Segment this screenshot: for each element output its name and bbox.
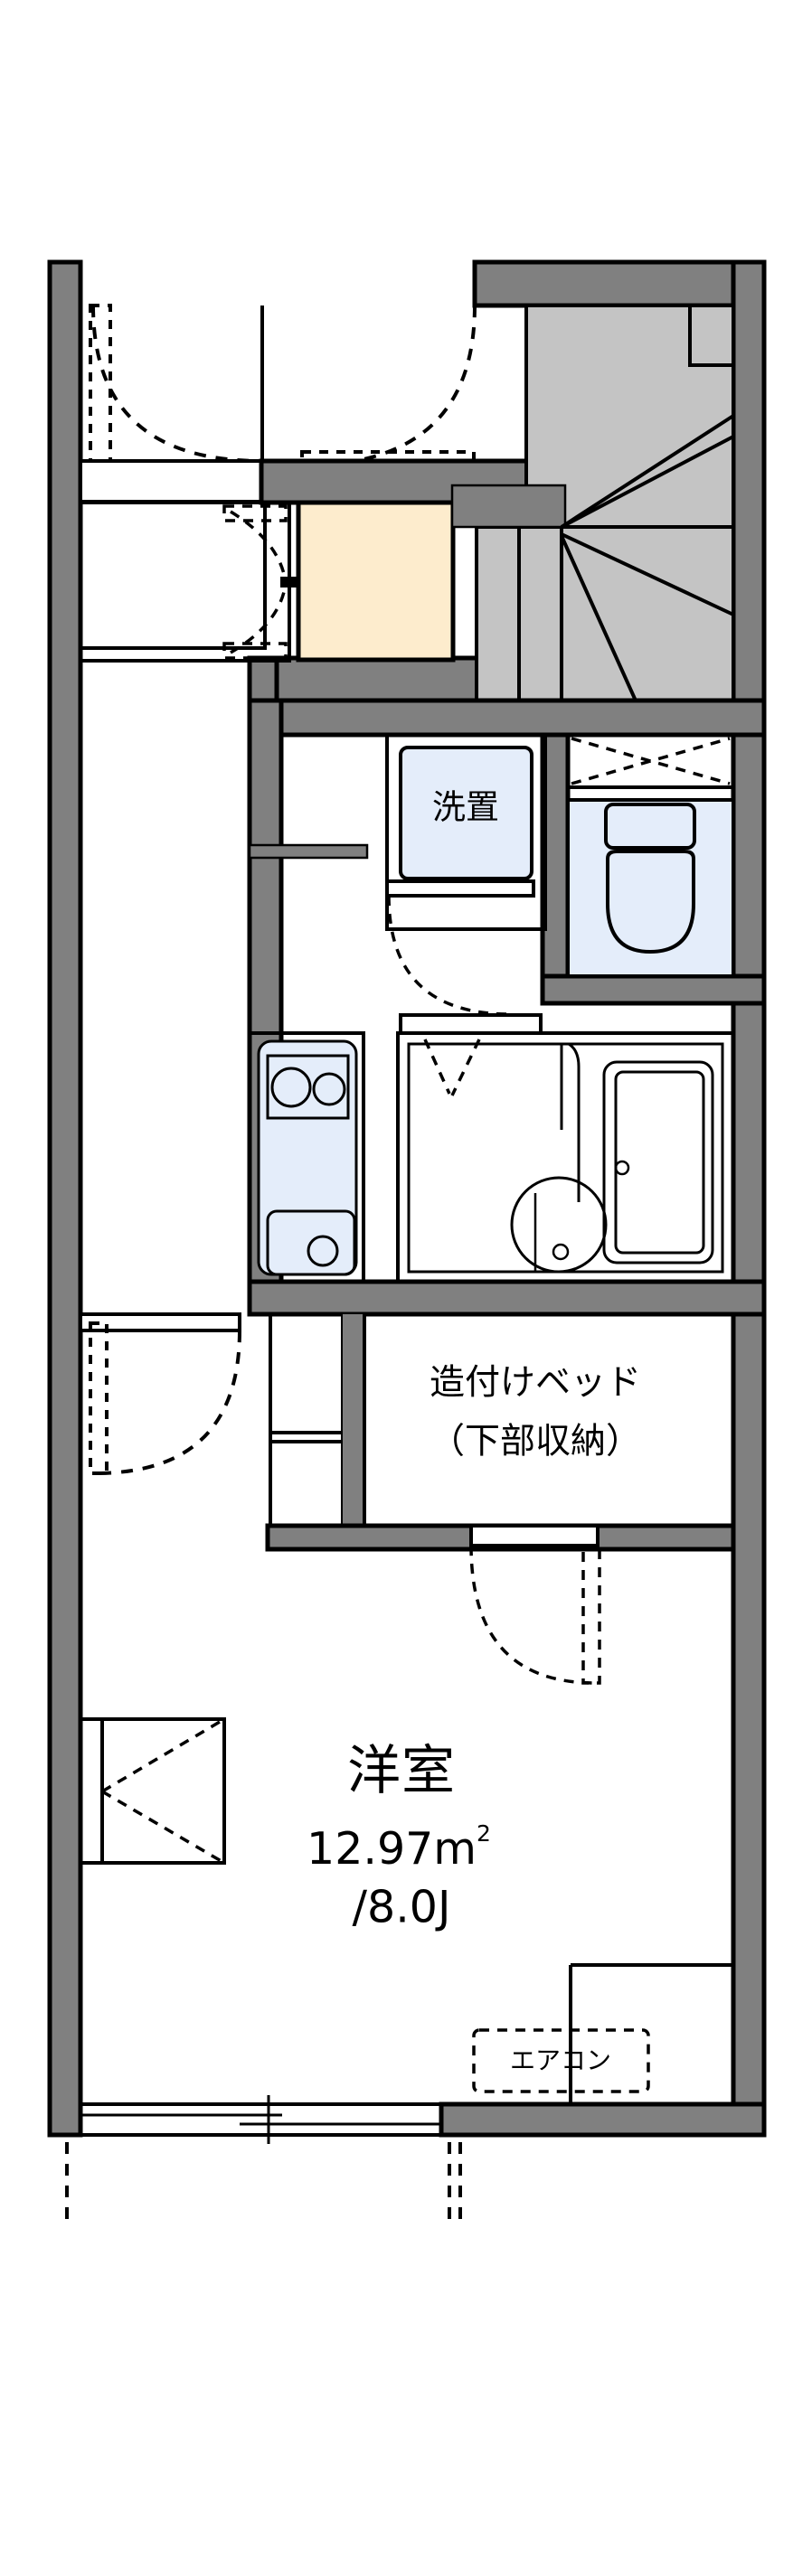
- exterior-walls: [47, 259, 767, 2138]
- entry-closet: [79, 501, 297, 663]
- main-room-area: 12.97m2: [307, 1820, 491, 1875]
- window-bottom-sliding: [79, 2095, 443, 2144]
- washer-space-label: 洗置: [432, 788, 499, 827]
- washer-space: [385, 733, 547, 1016]
- main-room-name: 洋室: [347, 1739, 456, 1801]
- toilet-room: [566, 733, 735, 978]
- built-in-bed-label-line1: 造付けベッド: [430, 1363, 641, 1404]
- built-in-bed-area: [265, 1312, 736, 1685]
- hall-wall-stub: [248, 843, 369, 860]
- main-room-area-superscript: 2: [477, 1820, 491, 1847]
- text-labels: 洗置 造付けベッド （下部収納） 洋室 12.97m2 /8.0J エアコン: [307, 788, 641, 2076]
- air-conditioner-label: エアコン: [510, 2045, 611, 2075]
- window-left: [79, 1717, 226, 1865]
- air-conditioner-niche: [472, 1963, 733, 2104]
- hall-closet-door: [79, 1312, 241, 1475]
- closet-shelf: [269, 1312, 364, 1533]
- main-room-area-value: 12.97m: [307, 1823, 477, 1875]
- built-in-bed-label-line2: （下部収納）: [430, 1422, 641, 1462]
- sanitary-zone-walls: [247, 698, 767, 1317]
- shoe-closet: [79, 500, 267, 650]
- staircase: [450, 304, 735, 737]
- unit-bath: [396, 1013, 735, 1283]
- genkan: [296, 500, 456, 663]
- balcony-marks: [65, 2142, 462, 2222]
- main-room-jo: /8.0J: [353, 1882, 451, 1933]
- kitchen: [248, 1031, 365, 1283]
